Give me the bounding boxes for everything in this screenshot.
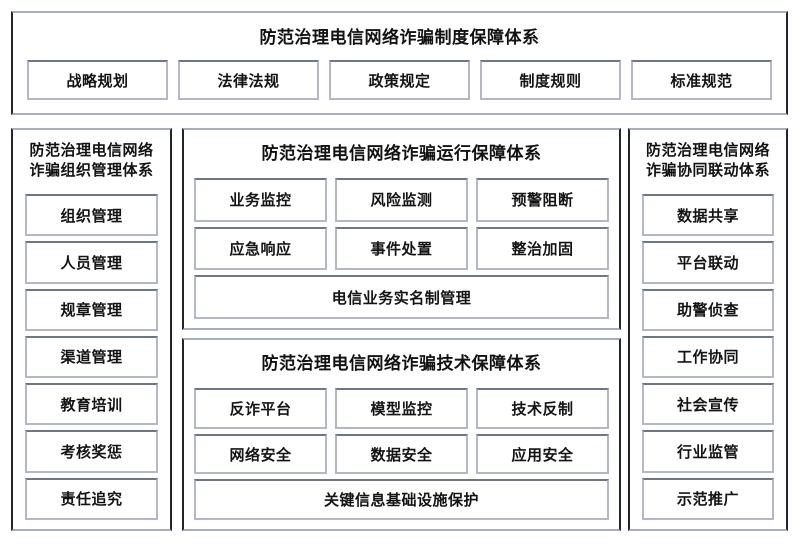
node-laws-regulations[interactable]: 法律法规 — [178, 60, 319, 100]
node-application-security[interactable]: 应用安全 — [476, 433, 609, 475]
node-industry-supervision[interactable]: 行业监管 — [642, 430, 774, 473]
node-demonstration-promotion[interactable]: 示范推广 — [642, 477, 774, 520]
node-personnel-management[interactable]: 人员管理 — [25, 241, 158, 284]
node-assessment-rewards-punishments[interactable]: 考核奖惩 — [25, 430, 158, 473]
node-emergency-response[interactable]: 应急响应 — [194, 226, 327, 271]
node-telecom-real-name-management[interactable]: 电信业务实名制管理 — [194, 275, 609, 320]
node-accountability[interactable]: 责任追究 — [25, 477, 158, 520]
technical-guarantee-row-3: 关键信息基础设施保护 — [194, 479, 609, 521]
collaborative-linkage-panel: 防范治理电信网络 诈骗协同联动体系 数据共享 平台联动 助警侦查 工作协同 社会… — [628, 128, 788, 531]
organization-management-title: 防范治理电信网络 诈骗组织管理体系 — [29, 143, 154, 179]
node-strategic-planning[interactable]: 战略规划 — [27, 60, 168, 100]
node-early-warning-blocking[interactable]: 预警阻断 — [476, 178, 609, 222]
institutional-guarantee-items: 战略规划 法律法规 政策规定 制度规则 标准规范 — [27, 60, 772, 100]
node-system-rules[interactable]: 制度规则 — [480, 60, 621, 100]
node-social-publicity[interactable]: 社会宣传 — [642, 383, 774, 426]
operation-guarantee-row-2: 应急响应 事件处置 整治加固 — [194, 226, 609, 271]
node-rectification-reinforcement[interactable]: 整治加固 — [476, 226, 609, 271]
node-incident-handling[interactable]: 事件处置 — [335, 226, 468, 271]
operation-guarantee-row-3: 电信业务实名制管理 — [194, 275, 609, 320]
node-critical-infrastructure-protection[interactable]: 关键信息基础设施保护 — [194, 479, 609, 521]
operation-guarantee-items: 业务监控 风险监测 预警阻断 应急响应 事件处置 整治加固 电信业务实名制管理 — [194, 178, 609, 320]
node-education-training[interactable]: 教育培训 — [25, 383, 158, 426]
organization-management-panel: 防范治理电信网络 诈骗组织管理体系 组织管理 人员管理 规章管理 渠道管理 教育… — [11, 128, 172, 531]
technical-guarantee-row-2: 网络安全 数据安全 应用安全 — [194, 433, 609, 475]
node-police-assistance-investigation[interactable]: 助警侦查 — [642, 288, 774, 331]
node-anti-fraud-platform[interactable]: 反诈平台 — [194, 388, 327, 429]
node-data-sharing[interactable]: 数据共享 — [642, 194, 774, 237]
node-rules-management[interactable]: 规章管理 — [25, 288, 158, 331]
node-policy-provisions[interactable]: 政策规定 — [329, 60, 470, 100]
technical-guarantee-title: 防范治理电信网络诈骗技术保障体系 — [261, 354, 542, 373]
collaborative-linkage-title: 防范治理电信网络 诈骗协同联动体系 — [645, 143, 770, 179]
operation-guarantee-row-1: 业务监控 风险监测 预警阻断 — [194, 178, 609, 222]
operation-guarantee-title: 防范治理电信网络诈骗运行保障体系 — [261, 144, 542, 163]
node-model-monitoring[interactable]: 模型监控 — [335, 388, 468, 429]
technical-guarantee-panel: 防范治理电信网络诈骗技术保障体系 反诈平台 模型监控 技术反制 网络安全 数据安… — [182, 338, 621, 531]
institutional-guarantee-panel: 防范治理电信网络诈骗制度保障体系 战略规划 法律法规 政策规定 制度规则 标准规… — [11, 11, 788, 115]
node-channel-management[interactable]: 渠道管理 — [25, 335, 158, 379]
node-business-monitoring[interactable]: 业务监控 — [194, 178, 327, 222]
technical-guarantee-items: 反诈平台 模型监控 技术反制 网络安全 数据安全 应用安全 关键信息基础设施保护 — [194, 388, 609, 521]
node-data-security[interactable]: 数据安全 — [335, 433, 468, 475]
organization-management-items: 组织管理 人员管理 规章管理 渠道管理 教育培训 考核奖惩 责任追究 — [25, 194, 158, 520]
node-standard-specifications[interactable]: 标准规范 — [631, 60, 772, 100]
node-work-coordination[interactable]: 工作协同 — [642, 335, 774, 379]
node-risk-detection[interactable]: 风险监测 — [335, 178, 468, 222]
node-technical-countermeasures[interactable]: 技术反制 — [476, 388, 609, 429]
institutional-guarantee-title: 防范治理电信网络诈骗制度保障体系 — [259, 28, 540, 47]
node-platform-linkage[interactable]: 平台联动 — [642, 241, 774, 284]
node-network-security[interactable]: 网络安全 — [194, 433, 327, 475]
collaborative-linkage-items: 数据共享 平台联动 助警侦查 工作协同 社会宣传 行业监管 示范推广 — [642, 194, 774, 520]
operation-guarantee-panel: 防范治理电信网络诈骗运行保障体系 业务监控 风险监测 预警阻断 应急响应 事件处… — [182, 128, 621, 330]
technical-guarantee-row-1: 反诈平台 模型监控 技术反制 — [194, 388, 609, 429]
node-organization-management[interactable]: 组织管理 — [25, 194, 158, 237]
